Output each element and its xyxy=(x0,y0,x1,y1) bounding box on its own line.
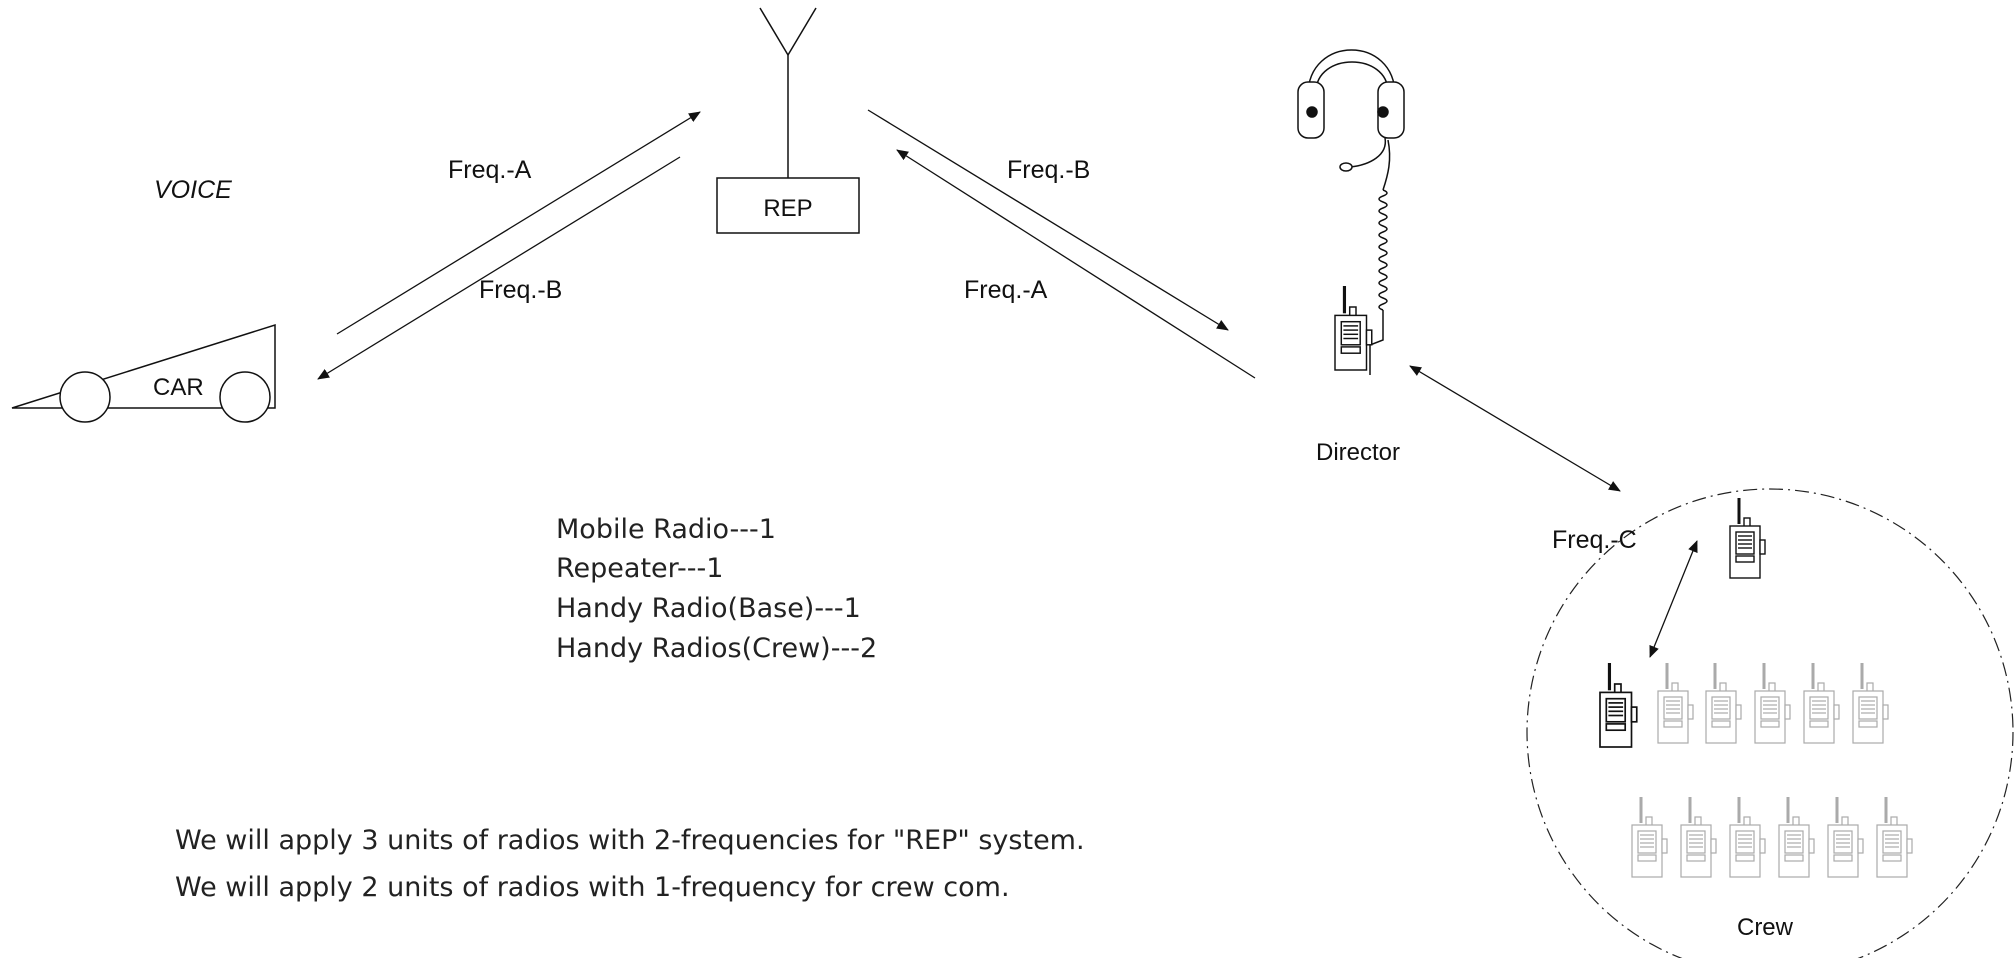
crew-label: Crew xyxy=(1737,914,1794,941)
freq-a-right-label: Freq.-A xyxy=(964,276,1048,304)
rep-to-director-arrow xyxy=(867,109,1229,331)
radio-icon xyxy=(1679,795,1718,879)
radio-icon xyxy=(1656,661,1695,745)
director-crew-arrow xyxy=(1409,365,1621,492)
radio-icon xyxy=(1630,795,1669,879)
radio-icon xyxy=(1802,661,1841,745)
freq-a-left-label: Freq.-A xyxy=(448,156,532,184)
crew-radio-icon xyxy=(1728,496,1767,580)
crew-inner-arrow xyxy=(1649,540,1698,658)
radio-icon xyxy=(1777,795,1816,879)
crew-radios-ghost xyxy=(1656,661,1890,745)
freq-b-right-label: Freq.-B xyxy=(1007,156,1090,184)
note-line: We will apply 3 units of radios with 2-f… xyxy=(175,825,1085,856)
equipment-item: Handy Radio(Base)---1 xyxy=(556,593,861,624)
radio-icon xyxy=(1704,661,1743,745)
equipment-item: Handy Radios(Crew)---2 xyxy=(556,633,877,664)
director-to-rep-arrow xyxy=(896,149,1256,379)
car-icon xyxy=(11,323,276,423)
headset-icon xyxy=(1297,49,1405,375)
equipment-item: Repeater---1 xyxy=(556,553,723,584)
equipment-item: Mobile Radio---1 xyxy=(556,514,776,545)
voice-label: VOICE xyxy=(154,176,232,204)
director-label: Director xyxy=(1316,439,1400,466)
rep-to-car-arrow xyxy=(317,156,681,380)
car-label: CAR xyxy=(153,374,204,401)
freq-c-label: Freq.-C xyxy=(1552,526,1637,554)
radio-icon xyxy=(1826,795,1865,879)
notes: We will apply 3 units of radios with 2-f… xyxy=(175,825,1085,903)
repeater-box xyxy=(716,177,860,234)
radio-icon xyxy=(1753,661,1792,745)
antenna-icon xyxy=(759,7,817,178)
equipment-list: Mobile Radio---1 Repeater---1 Handy Radi… xyxy=(556,514,877,664)
director-radio-icon xyxy=(1333,284,1374,372)
crew-radios-ghost xyxy=(1630,795,1914,879)
crew-circle xyxy=(1526,488,2014,958)
crew-radio-icon xyxy=(1598,661,1639,749)
note-line: We will apply 2 units of radios with 1-f… xyxy=(175,872,1010,903)
freq-b-left-label: Freq.-B xyxy=(479,276,562,304)
repeater-label: REP xyxy=(763,195,812,222)
car-to-rep-arrow xyxy=(336,111,701,335)
radio-icon xyxy=(1851,661,1890,745)
radio-icon xyxy=(1875,795,1914,879)
radio-icon xyxy=(1728,795,1767,879)
